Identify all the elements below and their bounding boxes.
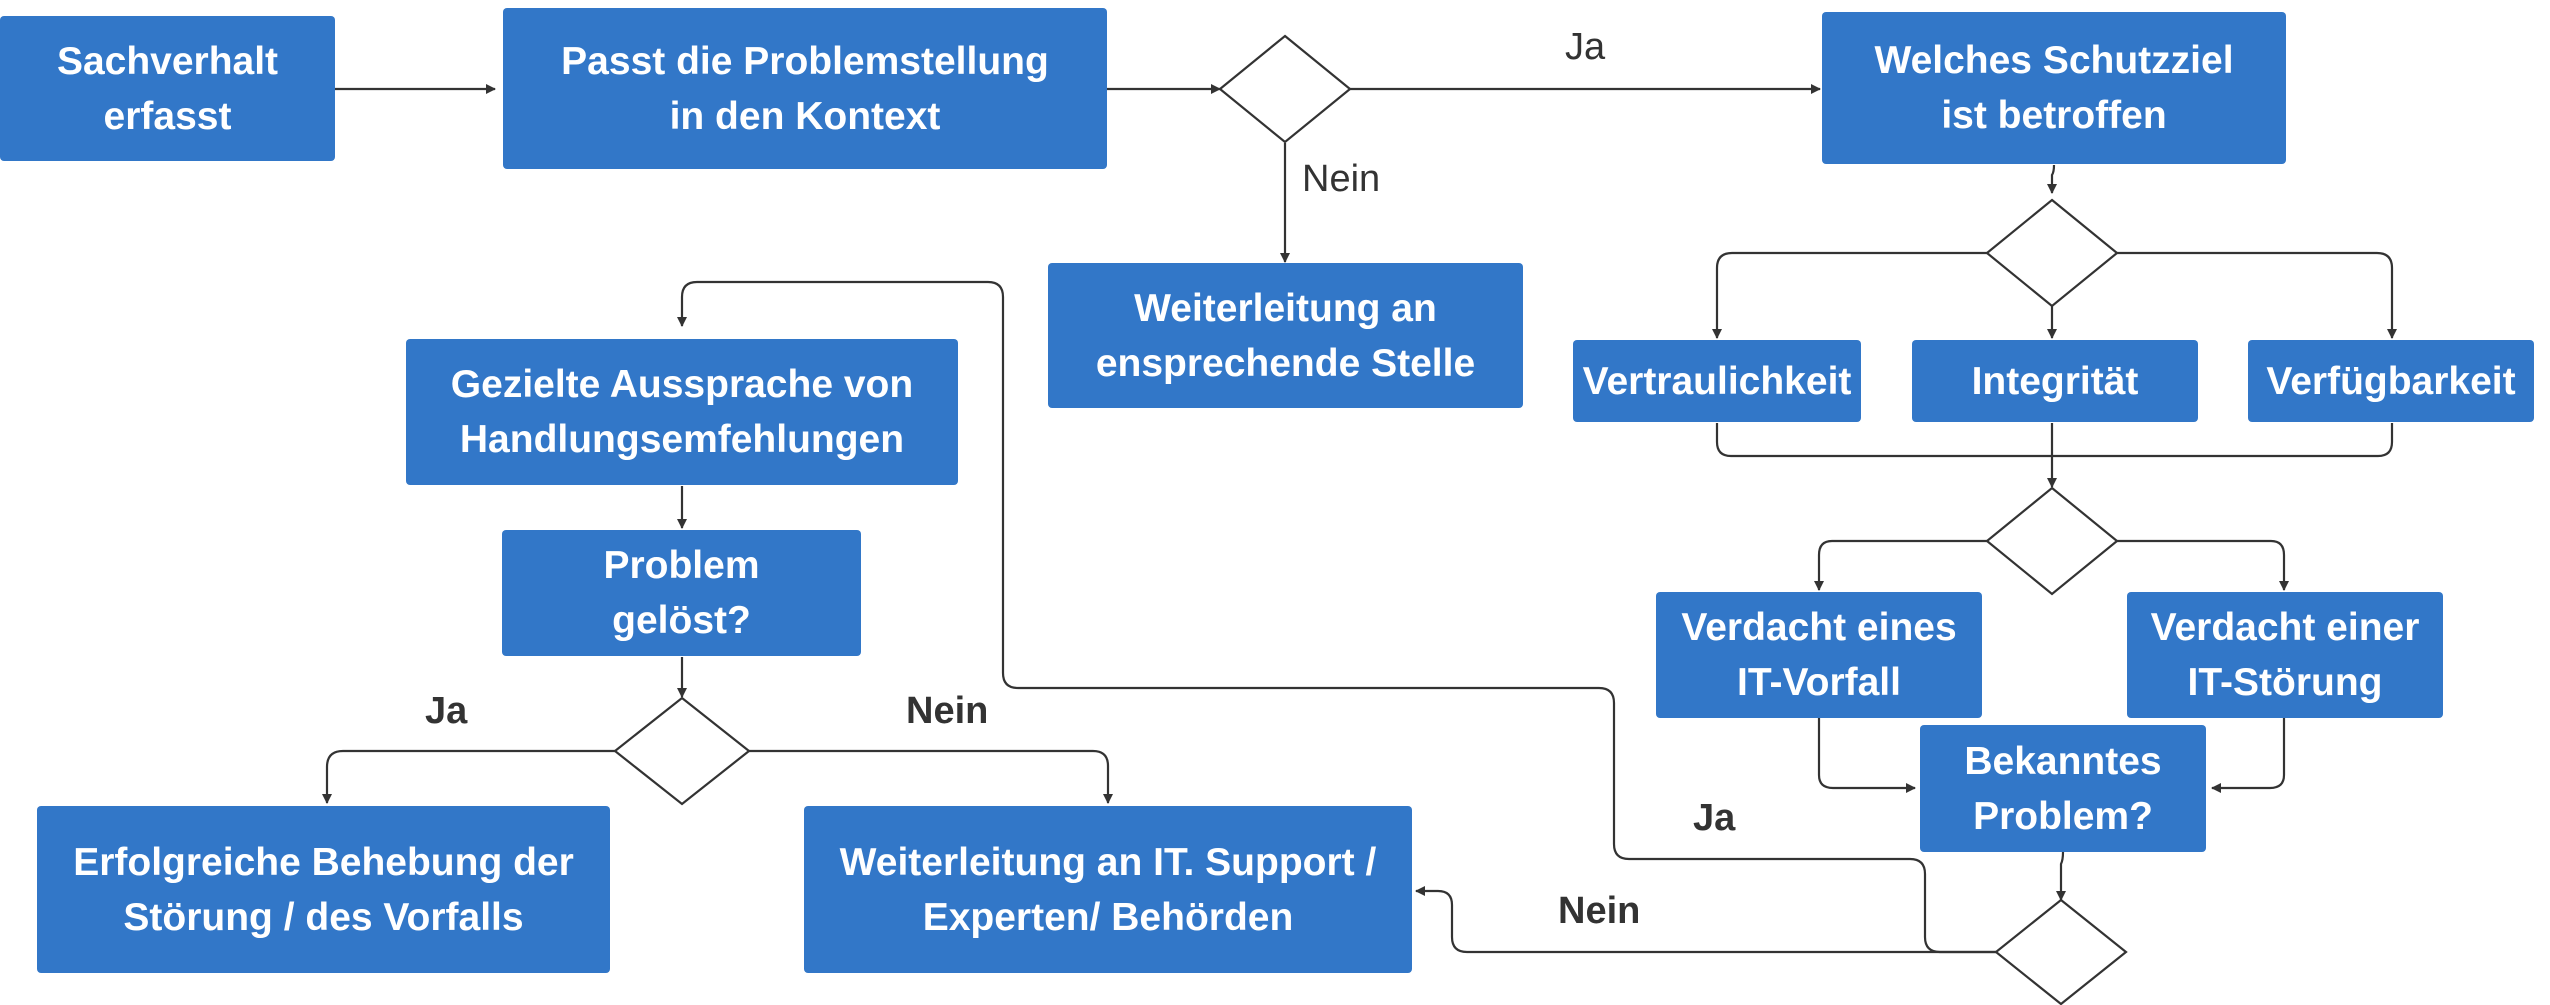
- label-context-nein: Nein: [1302, 158, 1381, 200]
- node-gezielte-aussprache: Gezielte Aussprache von Handlungsemfehlu…: [406, 339, 958, 485]
- label-solved-nein: Nein: [906, 690, 989, 732]
- node-weiterleitung-stelle: Weiterleitung an ensprechende Stelle: [1048, 263, 1523, 408]
- node-schutzziel: Welches Schutzziel ist betroffen: [1822, 12, 2286, 164]
- label-context-ja: Ja: [1565, 26, 1606, 68]
- decision-merge: [1985, 486, 2119, 596]
- edge-it-vorfall-to-bekannt: [1817, 718, 1916, 793]
- edge-merge-verfuegbarkeit: [2053, 423, 2394, 458]
- edge-it-stoerung-to-bekannt: [2211, 718, 2286, 793]
- decision-geloest: [613, 696, 751, 806]
- label-known-ja: Ja: [1693, 797, 1736, 839]
- node-verfuegbarkeit: Verfügbarkeit: [2248, 340, 2534, 422]
- edge-bekannt-to-decision: [2056, 851, 2066, 901]
- decision-bekannt: [1994, 898, 2128, 1005]
- node-verdacht-it-vorfall: Verdacht eines IT-Vorfall: [1656, 592, 1982, 718]
- edge-solved-no: [749, 749, 1113, 804]
- edge-solved-yes: [322, 749, 615, 804]
- node-sachverhalt: Sachverhalt erfasst: [0, 16, 335, 161]
- node-verdacht-it-stoerung: Verdacht einer IT-Störung: [2127, 592, 2443, 718]
- edge-schutzziel-to-decision: [2047, 164, 2057, 194]
- edge-to-verfuegbarkeit: [2115, 251, 2397, 339]
- node-passt-kontext: Passt die Problemstellung in den Kontext: [503, 8, 1107, 169]
- label-solved-ja: Ja: [425, 690, 468, 732]
- node-bekanntes-problem: Bekanntes Problem?: [1920, 725, 2206, 852]
- decision-schutzziel: [1985, 198, 2119, 308]
- edge-to-it-stoerung: [2117, 539, 2289, 591]
- edge-to-vertraulichkeit: [1712, 251, 1990, 339]
- edge-known-no: [1415, 886, 1998, 954]
- edge-merge-vertraulichkeit: [1715, 423, 2053, 458]
- edge-to-it-vorfall: [1814, 539, 1990, 591]
- node-weiterleitung-support: Weiterleitung an IT. Support / Experten/…: [804, 806, 1412, 973]
- node-erfolgreiche-behebung: Erfolgreiche Behebung der Störung / des …: [37, 806, 610, 973]
- edge-known-yes: [677, 280, 1998, 954]
- decision-context: [1218, 34, 1352, 144]
- node-integritaet: Integrität: [1912, 340, 2198, 422]
- label-known-nein: Nein: [1558, 890, 1641, 932]
- node-vertraulichkeit: Vertraulichkeit: [1573, 340, 1861, 422]
- node-problem-geloest: Problem gelöst?: [502, 530, 861, 656]
